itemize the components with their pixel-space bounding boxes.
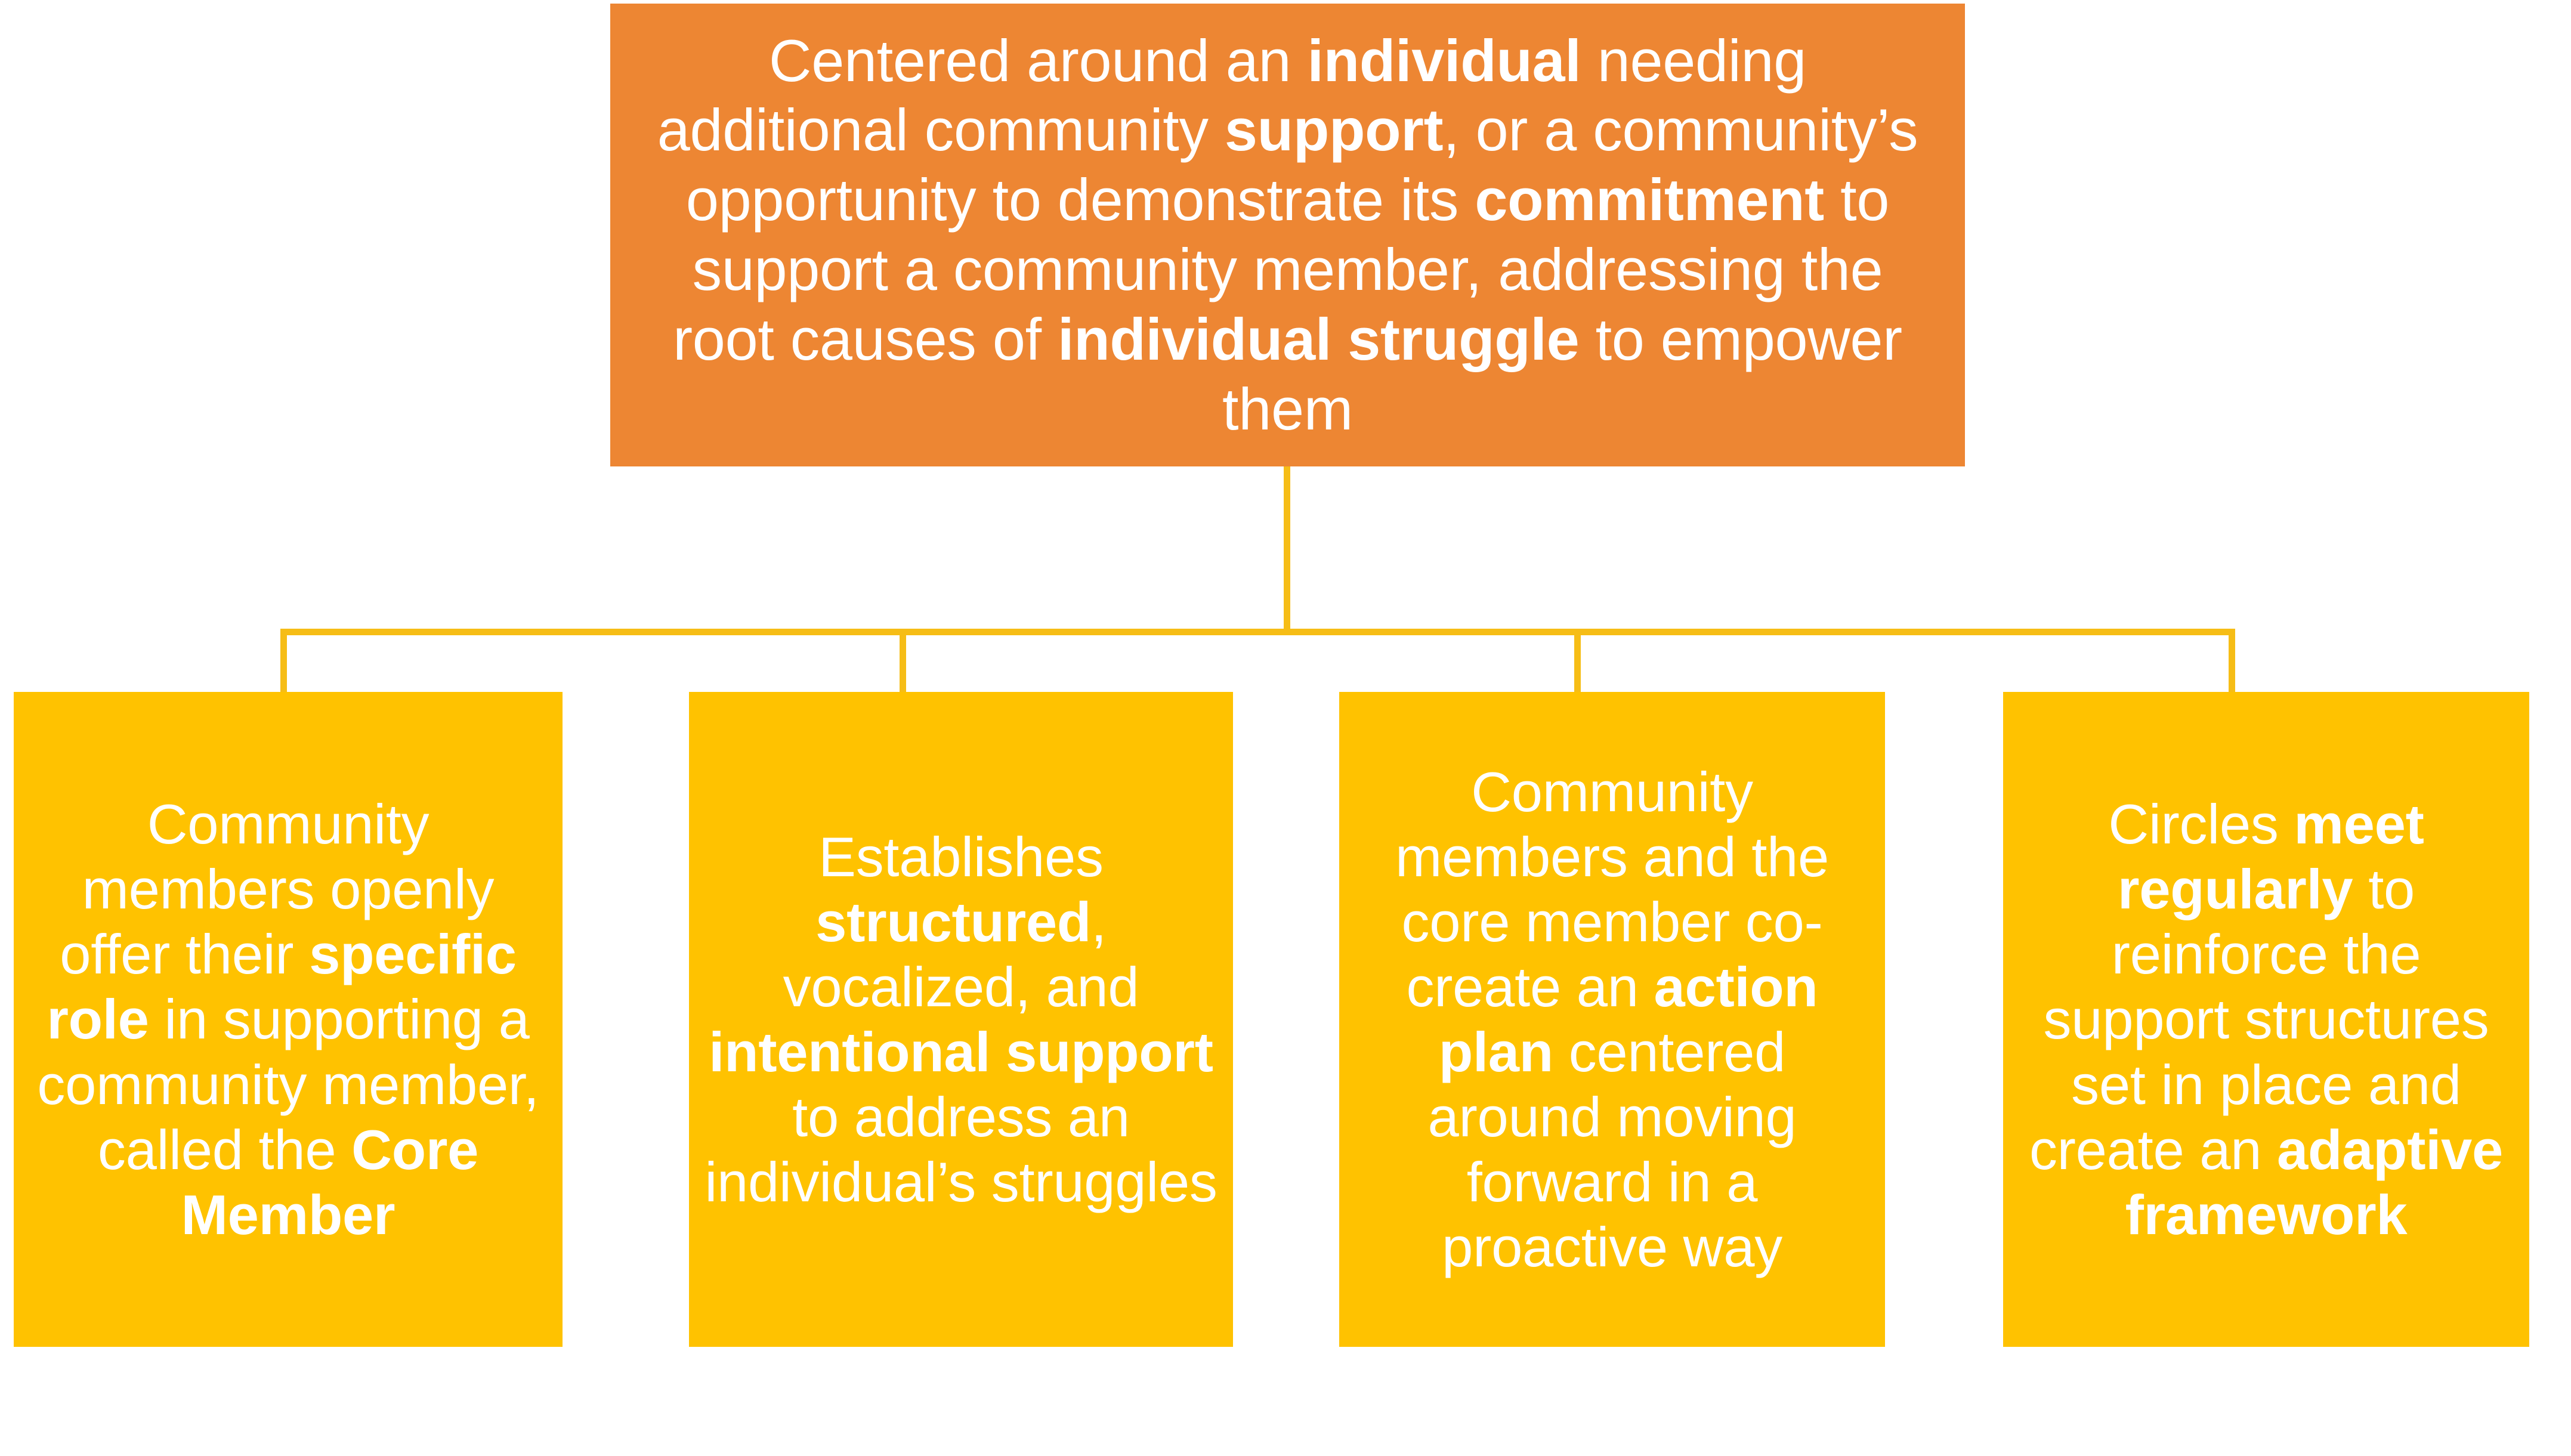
child-node-1-text: Community members openly offer their spe… — [37, 793, 539, 1246]
child-node-2-text: Establishes structured, vocalized, and i… — [704, 825, 1217, 1214]
child-node-4[interactable]: Circles meet regularly to reinforce the … — [2003, 692, 2529, 1347]
connector-drop-child-1 — [280, 629, 287, 694]
root-node[interactable]: Centered around an individual needing ad… — [610, 4, 1965, 466]
connector-drop-child-4 — [2229, 629, 2235, 694]
connector-trunk-vertical — [1284, 466, 1290, 635]
child-node-3-text: Community members and the core member co… — [1395, 760, 1829, 1279]
connector-drop-child-2 — [900, 629, 906, 694]
child-node-1[interactable]: Community members openly offer their spe… — [14, 692, 563, 1347]
connector-horizontal-bar — [280, 629, 2235, 635]
connector-drop-child-3 — [1574, 629, 1581, 694]
child-node-2[interactable]: Establishes structured, vocalized, and i… — [689, 692, 1233, 1347]
child-node-3[interactable]: Community members and the core member co… — [1339, 692, 1885, 1347]
root-node-text: Centered around an individual needing ad… — [657, 27, 1918, 442]
child-node-4-text: Circles meet regularly to reinforce the … — [2029, 793, 2504, 1246]
